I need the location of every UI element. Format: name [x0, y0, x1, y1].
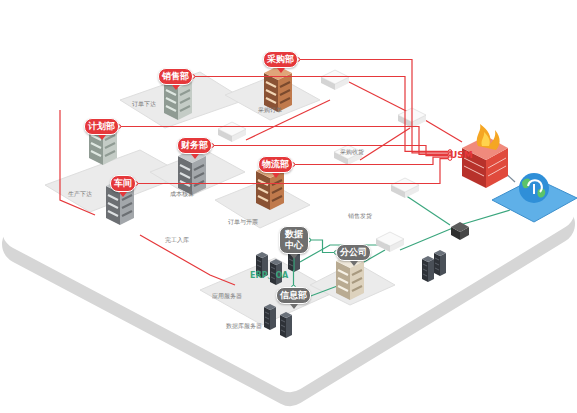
connector — [119, 127, 450, 155]
department-pin: 物流部 — [258, 156, 293, 173]
node-text: 数据中心 — [283, 229, 305, 251]
department-pin: 财务部 — [177, 137, 212, 154]
connector — [298, 60, 450, 153]
platform-label: 完工入库 — [165, 236, 189, 245]
node-text: 分公司 — [340, 247, 367, 258]
platform-label: ERP、OA — [250, 270, 288, 281]
department-pin: 数据中心 — [279, 226, 309, 254]
node-text: 物流部 — [262, 159, 289, 170]
pin-pointer — [290, 254, 298, 259]
department-pin: 销售部 — [158, 68, 193, 85]
node-text: 信息部 — [280, 290, 307, 301]
department-pin: 分公司 — [336, 244, 371, 261]
node-text: USM — [450, 150, 473, 160]
pin-pointer — [172, 85, 180, 90]
node-text: 车间 — [114, 178, 132, 189]
pin-pointer — [350, 261, 358, 266]
platform-label: 订单下达 — [132, 100, 156, 109]
pin-pointer — [277, 68, 285, 73]
pin-pointer — [191, 154, 199, 159]
connector — [309, 240, 336, 253]
connector — [293, 157, 450, 164]
node-text: 财务部 — [181, 140, 208, 151]
pin-pointer — [290, 304, 298, 309]
platform-label: 生产下达 — [68, 190, 92, 199]
connector — [212, 146, 450, 156]
text-node: USM — [450, 150, 473, 160]
pin-pointer — [119, 192, 127, 197]
node-text: 计划部 — [88, 121, 115, 132]
node-text: 采购部 — [267, 54, 294, 65]
platform-label: 采购收货 — [340, 148, 364, 157]
platform-label: 销售发货 — [348, 212, 372, 221]
platform-label: 采购订单 — [258, 106, 282, 115]
department-pin: 计划部 — [84, 118, 119, 135]
connector — [193, 77, 450, 152]
platform-label: 应用服务器 — [212, 292, 242, 301]
pin-pointer — [272, 173, 280, 178]
node-text: 销售部 — [162, 71, 189, 82]
department-pin: 信息部 — [276, 287, 311, 304]
platform-label: 数据库服务器 — [226, 322, 262, 331]
department-pin: 采购部 — [263, 51, 298, 68]
platform-label: 成本核算 — [170, 190, 194, 199]
platform-label: 订单与开票 — [228, 218, 258, 227]
department-pin: 车间 — [110, 175, 136, 192]
pin-pointer — [98, 135, 106, 140]
connector — [136, 159, 450, 184]
